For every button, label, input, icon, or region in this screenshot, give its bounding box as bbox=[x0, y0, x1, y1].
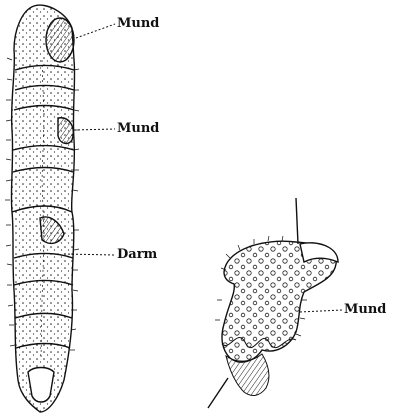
organism-body bbox=[222, 241, 336, 362]
label-mund-top: Mund bbox=[117, 17, 159, 30]
label-mund-mid: Mund bbox=[117, 122, 159, 135]
label-darm: Darm bbox=[117, 248, 157, 261]
top-spine bbox=[296, 198, 298, 244]
leader-mund-right bbox=[300, 310, 342, 312]
worm-tail bbox=[28, 368, 54, 403]
mouth-top-region bbox=[46, 18, 74, 62]
label-mund-right: Mund bbox=[344, 303, 386, 316]
organism-hairs bbox=[226, 354, 269, 395]
bottom-spine bbox=[208, 378, 228, 408]
leader-mund-top bbox=[76, 24, 115, 38]
leader-mund-mid bbox=[74, 129, 115, 130]
worm-chain bbox=[5, 5, 79, 412]
small-organism bbox=[208, 198, 338, 408]
